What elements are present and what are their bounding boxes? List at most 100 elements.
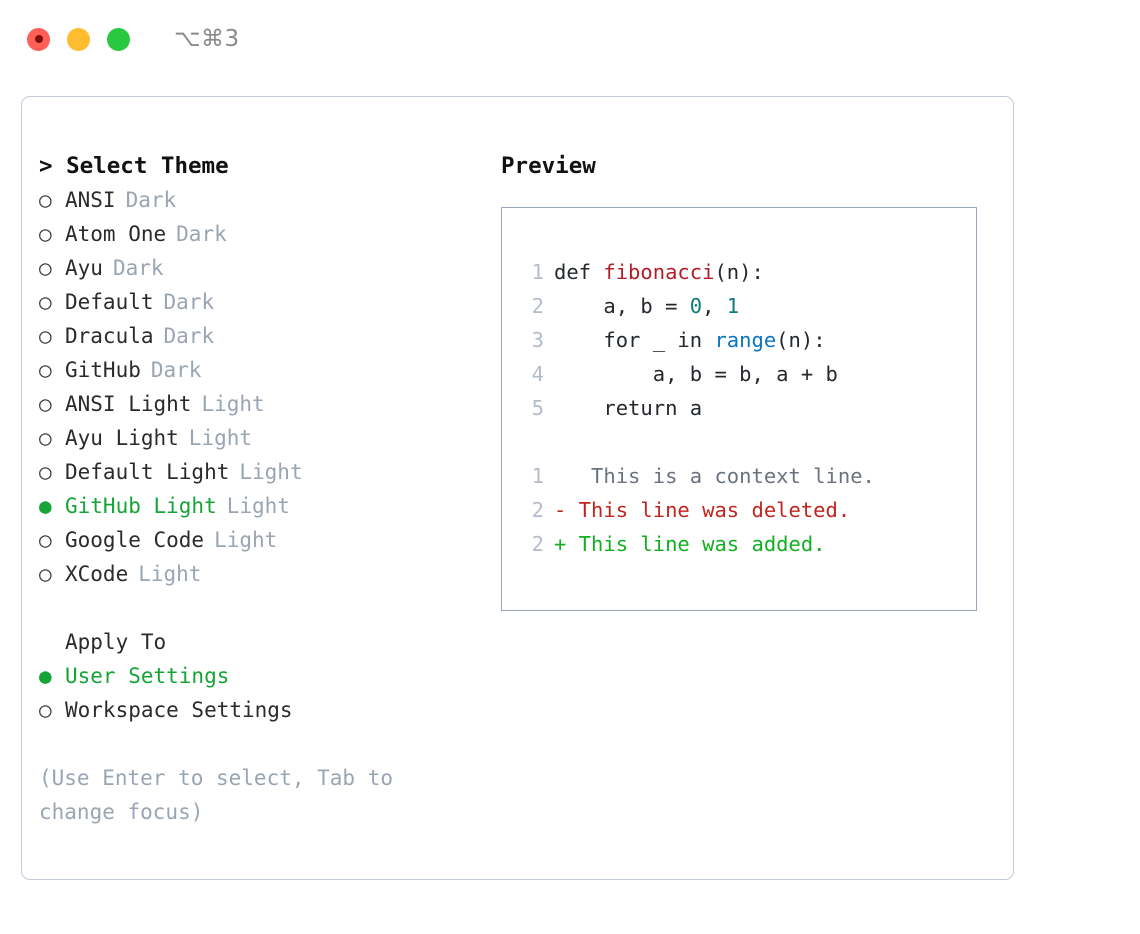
theme-option-9[interactable]: ● GitHub Light Light xyxy=(39,489,469,523)
diff-line-text: + This line was added. xyxy=(554,532,826,556)
theme-variant-tag: Dark xyxy=(125,188,177,212)
theme-variant-tag: Light xyxy=(201,392,265,416)
code-line: 1 def fibonacci(n): xyxy=(518,255,976,289)
diff-line-text: - This line was deleted. xyxy=(554,498,851,522)
theme-variant-tag: Light xyxy=(214,528,278,552)
code-token-fn: fibonacci xyxy=(603,260,715,284)
code-token-plain: (n): xyxy=(776,328,826,352)
theme-option-6[interactable]: ○ ANSI Light Light xyxy=(39,387,469,421)
code-token-plain: (n): xyxy=(714,260,764,284)
apply-to-header: Apply To xyxy=(65,630,167,654)
radio-unselected-icon: ○ xyxy=(39,222,52,246)
code-token-plain: def xyxy=(554,260,604,284)
maximize-button[interactable] xyxy=(107,27,130,51)
code-line: 5 return a xyxy=(518,391,976,425)
radio-unselected-icon: ○ xyxy=(39,392,52,416)
code-line-number: 3 xyxy=(531,328,544,352)
code-line-number: 1 xyxy=(531,260,544,284)
theme-option-label: XCode xyxy=(65,562,129,586)
theme-option-label: Ayu Light xyxy=(65,426,179,450)
code-token-plain: a, b = b, a + b xyxy=(554,362,838,386)
theme-option-label: Google Code xyxy=(65,528,205,552)
theme-option-label: Default Light xyxy=(65,460,230,484)
diff-line-deleted: 2 - This line was deleted. xyxy=(518,493,976,527)
theme-variant-tag: Dark xyxy=(150,358,202,382)
theme-option-4[interactable]: ○ Dracula Dark xyxy=(39,319,469,353)
theme-option-0[interactable]: ○ ANSI Dark xyxy=(39,183,469,217)
apply-to-option-0[interactable]: ● User Settings xyxy=(39,659,469,693)
diff-line-number: 2 xyxy=(531,532,544,556)
diff-line-text: This is a context line. xyxy=(554,464,875,488)
preview-header: Preview xyxy=(501,153,596,179)
theme-variant-tag: Dark xyxy=(163,324,215,348)
apply-to-option-1[interactable]: ○Workspace Settings xyxy=(39,693,469,727)
theme-option-10[interactable]: ○ Google Code Light xyxy=(39,523,469,557)
radio-unselected-icon: ○ xyxy=(39,256,52,280)
minimize-button[interactable] xyxy=(67,27,90,51)
theme-variant-tag: Light xyxy=(188,426,253,450)
radio-unselected-icon: ○ xyxy=(39,460,52,484)
theme-option-label: GitHub Light xyxy=(65,494,217,518)
radio-selected-icon: ● xyxy=(39,664,52,688)
apply-to-option-label: User Settings xyxy=(65,664,230,688)
radio-unselected-icon: ○ xyxy=(39,290,52,314)
code-line-text: def fibonacci(n): xyxy=(554,255,764,289)
code-diff-separator xyxy=(518,425,976,459)
code-line-number: 4 xyxy=(531,362,544,386)
list-spacer xyxy=(39,591,469,625)
radio-selected-icon: ● xyxy=(39,494,52,518)
close-button[interactable] xyxy=(27,27,50,51)
code-token-plain: for _ in xyxy=(554,328,715,352)
select-theme-header: > Select Theme xyxy=(39,153,229,179)
theme-option-label: Dracula xyxy=(65,324,154,348)
code-token-call: range xyxy=(714,328,777,352)
theme-option-label: Atom One xyxy=(65,222,167,246)
code-line: 2 a, b = 0, 1 xyxy=(518,289,976,323)
radio-unselected-icon: ○ xyxy=(39,426,52,450)
code-line-text: a, b = b, a + b xyxy=(554,357,838,391)
diff-line-number: 1 xyxy=(531,464,544,488)
code-line-text: a, b = 0, 1 xyxy=(554,289,739,323)
theme-option-1[interactable]: ○ Atom One Dark xyxy=(39,217,469,251)
theme-variant-tag: Light xyxy=(138,562,202,586)
code-token-plain: a, b = xyxy=(554,294,690,318)
radio-unselected-icon: ○ xyxy=(39,562,52,586)
code-line-number: 5 xyxy=(531,396,544,420)
code-line-text: for _ in range(n): xyxy=(554,323,826,357)
diff-line-number: 2 xyxy=(531,498,544,522)
apply-to-option-list: ● User Settings ○Workspace Settings xyxy=(39,659,469,727)
theme-option-label: Ayu xyxy=(65,256,103,280)
theme-variant-tag: Light xyxy=(226,494,290,518)
keyboard-shortcut-label: ⌥⌘3 xyxy=(174,26,240,52)
keyboard-hint: (Use Enter to select, Tab to change focu… xyxy=(39,766,394,824)
code-token-plain: return a xyxy=(554,396,703,420)
title-bar: ⌥⌘3 xyxy=(0,0,1140,78)
code-line-number: 2 xyxy=(531,294,544,318)
code-line-text: return a xyxy=(554,391,702,425)
theme-variant-tag: Light xyxy=(239,460,303,484)
radio-unselected-icon: ○ xyxy=(39,188,52,212)
radio-unselected-icon: ○ xyxy=(39,528,52,552)
code-token-num: 1 xyxy=(726,294,740,318)
code-line: 4 a, b = b, a + b xyxy=(518,357,976,391)
theme-option-label: ANSI xyxy=(65,188,116,212)
theme-variant-tag: Dark xyxy=(163,290,215,314)
theme-option-label: GitHub xyxy=(65,358,141,382)
theme-option-7[interactable]: ○ Ayu Light Light xyxy=(39,421,469,455)
code-line: 3 for _ in range(n): xyxy=(518,323,976,357)
theme-option-11[interactable]: ○ XCode Light xyxy=(39,557,469,591)
diff-sample: 1 This is a context line. 2 - This line wa… xyxy=(518,459,976,561)
theme-option-label: Default xyxy=(65,290,154,314)
diff-line-context: 1 This is a context line. xyxy=(518,459,976,493)
theme-option-label: ANSI Light xyxy=(65,392,192,416)
theme-variant-tag: Dark xyxy=(176,222,227,246)
theme-option-3[interactable]: ○ Default Dark xyxy=(39,285,469,319)
radio-unselected-icon: ○ xyxy=(39,324,52,348)
theme-option-8[interactable]: ○ Default Light Light xyxy=(39,455,469,489)
